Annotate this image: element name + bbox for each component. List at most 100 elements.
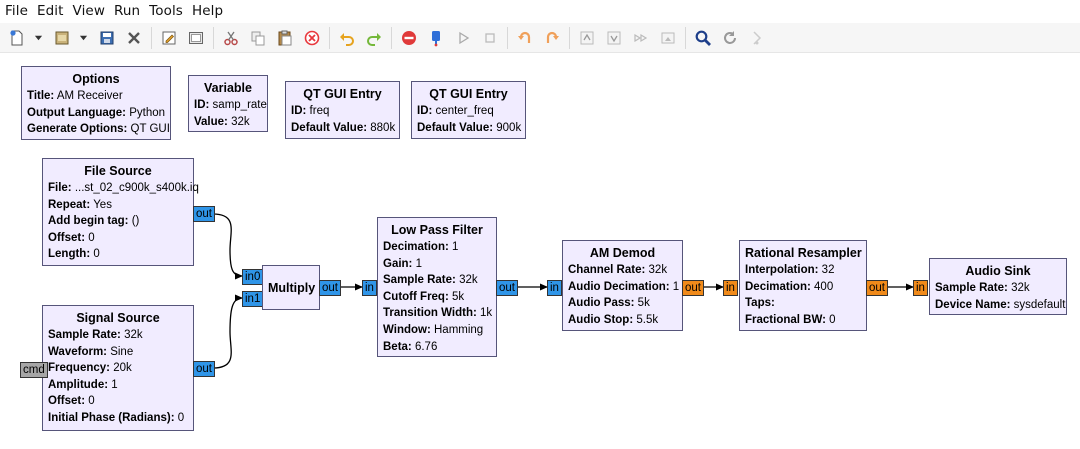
copy-icon[interactable] bbox=[246, 26, 270, 50]
block-param: Beta: 6.76 bbox=[383, 340, 438, 353]
toolbar-separator bbox=[569, 26, 570, 49]
new-file-icon[interactable] bbox=[5, 26, 29, 50]
generate-icon[interactable] bbox=[424, 26, 448, 50]
block-low-pass-filter[interactable]: Low Pass Filter Decimation: 1 Gain: 1 Sa… bbox=[377, 217, 497, 357]
block-param: Value: 32k bbox=[194, 115, 250, 128]
disable-icon[interactable] bbox=[602, 26, 626, 50]
block-param: File: ...st_02_c900k_s400k.iq bbox=[48, 182, 199, 194]
block-param: Repeat: Yes bbox=[48, 198, 112, 211]
audio-sink-in-port[interactable]: in bbox=[913, 280, 928, 296]
block-param: Amplitude: 1 bbox=[48, 378, 118, 391]
create-hier-icon[interactable] bbox=[656, 26, 680, 50]
block-title: AM Demod bbox=[589, 246, 656, 260]
multiply-out-port[interactable]: out bbox=[319, 280, 341, 296]
block-audio-sink[interactable]: Audio Sink Sample Rate: 32k Device Name:… bbox=[929, 258, 1067, 315]
block-options[interactable]: Options Title: AM Receiver Output Langua… bbox=[21, 66, 171, 140]
block-param: Frequency: 20k bbox=[48, 362, 132, 375]
undo-icon[interactable] bbox=[335, 26, 359, 50]
block-param: Generate Options: QT GUI bbox=[27, 123, 170, 136]
save-icon[interactable] bbox=[95, 26, 119, 50]
block-qt-gui-entry-center-freq[interactable]: QT GUI Entry ID: center_freq Default Val… bbox=[411, 81, 526, 139]
edit-icon[interactable] bbox=[157, 26, 181, 50]
block-param: Gain: 1 bbox=[383, 257, 422, 270]
signal-source-out-port[interactable]: out bbox=[193, 361, 215, 377]
block-param: Audio Pass: 5k bbox=[568, 297, 650, 310]
block-param: Offset: 0 bbox=[48, 231, 95, 244]
bypass-icon[interactable] bbox=[629, 26, 653, 50]
find-icon[interactable] bbox=[691, 26, 715, 50]
screenshot-icon[interactable] bbox=[184, 26, 208, 50]
block-param: Sample Rate: 32k bbox=[935, 282, 1030, 294]
block-title: QT GUI Entry bbox=[429, 87, 508, 101]
multiply-in1-port[interactable]: in1 bbox=[242, 291, 264, 307]
toolbar-separator bbox=[685, 26, 686, 49]
flowgraph-canvas[interactable]: Options Title: AM Receiver Output Langua… bbox=[0, 54, 1080, 449]
block-param: Decimation: 1 bbox=[383, 241, 459, 253]
delete-icon[interactable] bbox=[300, 26, 324, 50]
block-title: Audio Sink bbox=[965, 264, 1031, 278]
block-param: Audio Decimation: 1 bbox=[568, 280, 680, 293]
kill-icon[interactable] bbox=[397, 26, 421, 50]
block-param: ID: samp_rate bbox=[194, 99, 267, 111]
toolbar bbox=[0, 23, 1080, 53]
resampler-in-port[interactable]: in bbox=[723, 280, 738, 296]
block-qt-gui-entry-freq[interactable]: QT GUI Entry ID: freq Default Value: 880… bbox=[285, 81, 400, 139]
new-dropdown-arrow-icon[interactable] bbox=[32, 26, 44, 50]
more-icon[interactable] bbox=[745, 26, 769, 50]
block-param: Device Name: sysdefault bbox=[935, 298, 1066, 311]
block-title: Variable bbox=[204, 81, 252, 95]
close-icon[interactable] bbox=[122, 26, 146, 50]
block-title: File Source bbox=[84, 164, 152, 178]
redo-icon[interactable] bbox=[362, 26, 386, 50]
cut-icon[interactable] bbox=[219, 26, 243, 50]
lpf-out-port[interactable]: out bbox=[496, 280, 518, 296]
reload-icon[interactable] bbox=[718, 26, 742, 50]
block-param: Sample Rate: 32k bbox=[48, 329, 143, 341]
block-param: Length: 0 bbox=[48, 248, 100, 261]
paste-icon[interactable] bbox=[273, 26, 297, 50]
toolbar-separator bbox=[213, 26, 214, 49]
file-source-out-port[interactable]: out bbox=[193, 206, 215, 222]
wire-signalsource-multiply bbox=[212, 294, 243, 369]
execute-icon[interactable] bbox=[451, 26, 475, 50]
enable-icon[interactable] bbox=[575, 26, 599, 50]
menu-run[interactable]: Run bbox=[113, 3, 141, 19]
resampler-out-port[interactable]: out bbox=[866, 280, 888, 296]
wire-filesource-multiply bbox=[212, 213, 243, 280]
menu-help[interactable]: Help bbox=[191, 3, 224, 19]
block-param: Title: AM Receiver bbox=[27, 90, 123, 102]
menu-file[interactable]: File bbox=[5, 3, 28, 19]
block-title: Multiply bbox=[268, 281, 316, 295]
rotate-cw-icon[interactable] bbox=[540, 26, 564, 50]
block-rational-resampler[interactable]: Rational Resampler Interpolation: 32 Dec… bbox=[739, 240, 867, 331]
block-title: Options bbox=[72, 72, 120, 86]
am-demod-out-port[interactable]: out bbox=[682, 280, 704, 296]
block-file-source[interactable]: File Source File: ...st_02_c900k_s400k.i… bbox=[42, 158, 199, 266]
menu-view[interactable]: View bbox=[72, 3, 105, 19]
block-param: Offset: 0 bbox=[48, 395, 95, 408]
toolbar-separator bbox=[507, 26, 508, 49]
block-signal-source[interactable]: Signal Source Sample Rate: 32k Waveform:… bbox=[42, 305, 194, 431]
block-param: Fractional BW: 0 bbox=[745, 313, 836, 326]
stop-icon[interactable] bbox=[478, 26, 502, 50]
block-variable[interactable]: Variable ID: samp_rate Value: 32k bbox=[188, 75, 268, 132]
block-param: Output Language: Python bbox=[27, 106, 166, 119]
multiply-in0-port[interactable]: in0 bbox=[242, 269, 264, 285]
rotate-ccw-icon[interactable] bbox=[513, 26, 537, 50]
block-multiply[interactable]: Multiply bbox=[262, 265, 320, 310]
menu-edit[interactable]: Edit bbox=[37, 3, 64, 19]
menu-tools[interactable]: Tools bbox=[149, 3, 183, 19]
signal-source-cmd-port[interactable]: cmd bbox=[20, 362, 48, 378]
toolbar-separator bbox=[329, 26, 330, 49]
block-title: Signal Source bbox=[76, 311, 160, 325]
block-am-demod[interactable]: AM Demod Channel Rate: 32k Audio Decimat… bbox=[562, 240, 683, 331]
block-param: Channel Rate: 32k bbox=[568, 264, 668, 276]
open-dropdown-arrow-icon[interactable] bbox=[77, 26, 89, 50]
block-param: Window: Hamming bbox=[383, 323, 484, 336]
block-param: Initial Phase (Radians): 0 bbox=[48, 411, 185, 424]
am-demod-in-port[interactable]: in bbox=[547, 280, 562, 296]
open-file-icon[interactable] bbox=[50, 26, 74, 50]
block-param: Taps: bbox=[745, 297, 775, 310]
block-param: Default Value: 900k bbox=[417, 121, 522, 134]
lpf-in-port[interactable]: in bbox=[362, 280, 377, 296]
